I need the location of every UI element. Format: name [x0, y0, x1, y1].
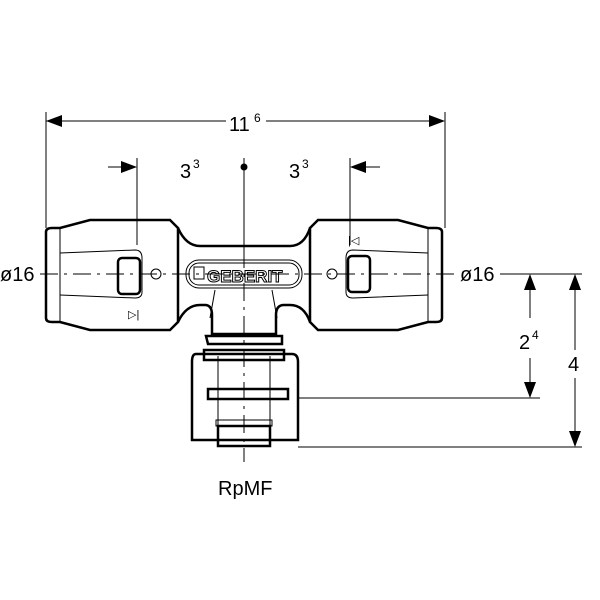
left-half-label: 3 [180, 161, 191, 183]
branch-height-label: 4 [568, 354, 579, 376]
left-arrow-mark-icon: ▷| [128, 309, 139, 321]
branch-depth-label: 2 [519, 332, 530, 354]
tee-fitting: ▷| |◁ GEBERIT [44, 218, 444, 448]
branch-depth-sup: 4 [532, 328, 539, 342]
left-half-sup: 3 [193, 157, 200, 171]
half-length-dimensions: 3 3 3 3 [108, 157, 380, 250]
left-release-window [116, 256, 142, 296]
right-arrow-mark-icon: |◁ [348, 235, 360, 247]
thread-label: RpMF [218, 478, 272, 500]
right-half-label: 3 [289, 161, 300, 183]
overall-length-label: 11 [229, 114, 250, 136]
branch-dimensions: 2 4 4 [298, 273, 582, 448]
right-half-sup: 3 [302, 157, 309, 171]
overall-length-dimension: 11 6 [45, 111, 446, 228]
overall-length-sup: 6 [254, 111, 261, 125]
right-diameter-label: ø16 [460, 264, 494, 286]
geberit-logo: GEBERIT [207, 267, 283, 286]
left-diameter-label: ø16 [0, 264, 34, 286]
